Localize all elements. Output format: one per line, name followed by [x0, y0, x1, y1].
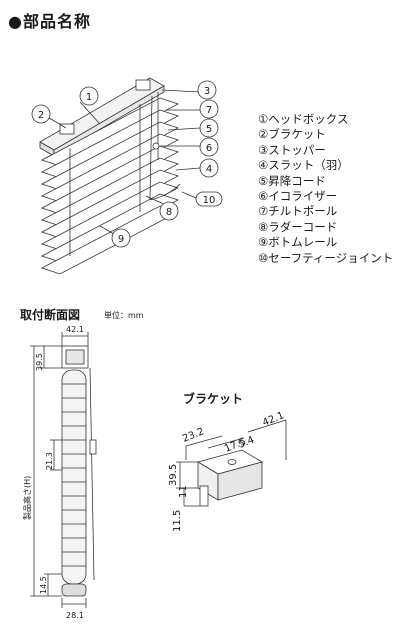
dimension-unit: 単位：mm	[104, 311, 144, 320]
dim-bottom-width: 28.1	[66, 611, 84, 620]
part-label-5: ⑤昇降コード	[258, 173, 326, 188]
dim-product-height: 製品高さ(H)	[22, 476, 32, 520]
callout-7: 7	[206, 105, 212, 116]
callout-6: 6	[206, 143, 212, 154]
bracket-dim-23-2: 23.2	[181, 426, 206, 445]
bracket-dim-39-5: 39.5	[168, 464, 179, 486]
dimension-title: 取付断面図	[20, 308, 81, 322]
part-label-2: ②ブラケット	[258, 127, 326, 142]
parts-list: ①ヘッドボックス ②ブラケット ③ストッパー ④スラット（羽） ⑤昇降コード ⑥…	[258, 112, 393, 266]
bracket-dim-11-5: 11.5	[172, 510, 183, 532]
part-label-6: ⑥イコライザー	[258, 189, 338, 204]
dim-top-width: 42.1	[66, 325, 84, 334]
dim-bottom-height: 14.5	[39, 576, 48, 594]
callout-1: 1	[86, 92, 92, 103]
part-label-8: ⑧ラダーコード	[258, 219, 338, 234]
section-title: ●部品名称	[8, 12, 91, 31]
callout-2: 2	[38, 110, 44, 121]
dim-head-height: 39.5	[35, 353, 44, 371]
callout-5: 5	[206, 124, 212, 135]
part-label-10: ⑩セーフティージョイント	[258, 250, 394, 265]
callout-4: 4	[206, 164, 212, 175]
part-label-7: ⑦チルトポール	[258, 204, 338, 219]
part-label-3: ③ストッパー	[258, 142, 326, 157]
bracket-title: ブラケット	[183, 392, 244, 406]
part-label-1: ①ヘッドボックス	[258, 112, 349, 126]
callout-8: 8	[166, 207, 172, 218]
callout-10: 10	[203, 195, 216, 206]
callout-9: 9	[118, 234, 124, 245]
bracket-dim-42-1: 42.1	[261, 410, 286, 429]
part-label-4: ④スラット（羽）	[258, 158, 349, 173]
dim-cord-offset: 21.3	[45, 452, 54, 470]
bracket-dim-11: 11	[178, 485, 189, 498]
callout-3: 3	[204, 86, 210, 97]
part-label-9: ⑨ボトムレール	[258, 235, 338, 250]
